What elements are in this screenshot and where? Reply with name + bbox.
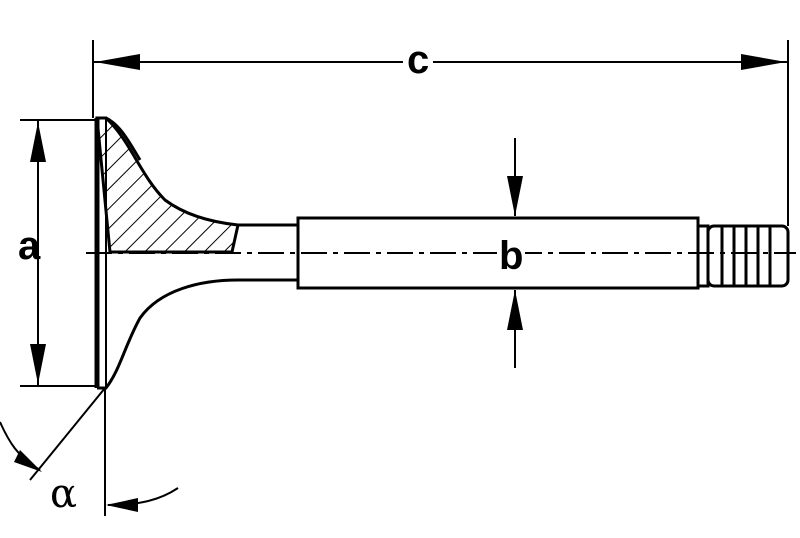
- valve-head-lower-outline: [97, 278, 298, 390]
- angle-alpha: [0, 387, 179, 516]
- valve-head-section-hatch: [95, 116, 240, 254]
- valve-neck: [238, 223, 298, 282]
- dimension-b: [507, 138, 523, 368]
- dimension-label-c: c: [403, 40, 434, 80]
- dimension-label-a: a: [18, 224, 41, 268]
- dimension-a: [20, 119, 97, 387]
- dimension-c: [92, 40, 789, 226]
- valve-head-upper-outline: [97, 116, 142, 161]
- angle-label-alpha: α: [50, 471, 78, 517]
- valve-stem-tip: [698, 224, 790, 288]
- dimension-label-b: b: [497, 234, 526, 278]
